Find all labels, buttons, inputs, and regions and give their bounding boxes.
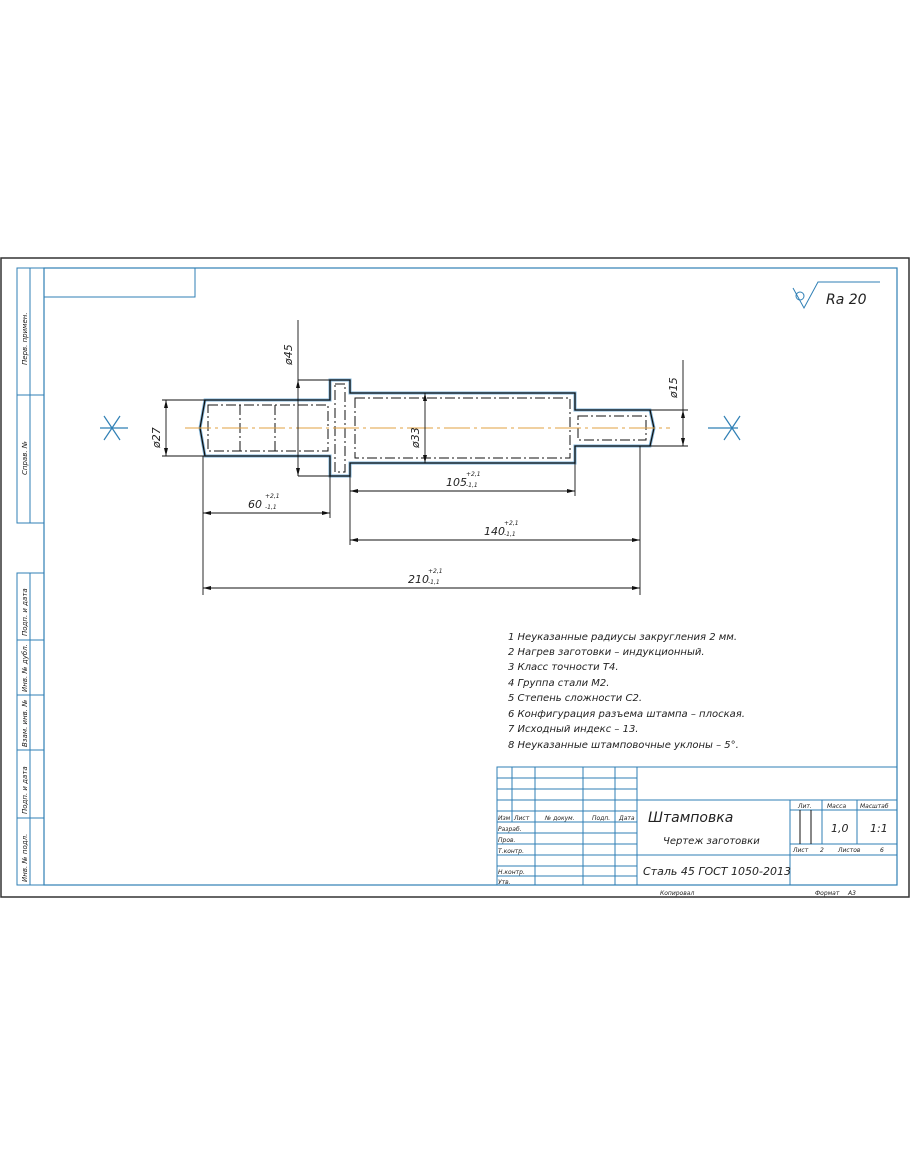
tolerance-lower: -1,1 — [428, 579, 440, 586]
center-mark-right — [708, 415, 741, 441]
drawing-frame — [43, 267, 898, 886]
tolerance-lower: -1,1 — [265, 504, 277, 511]
role-label: Утв. — [498, 879, 511, 886]
material: Сталь 45 ГОСТ 1050-2013 — [643, 865, 791, 878]
dim-d15: ø15 — [667, 377, 680, 399]
roughness-label: Ra 20 — [826, 292, 867, 308]
scale-value: 1:1 — [870, 822, 888, 835]
dim-105: 105 — [446, 476, 467, 489]
header-izm: Изм — [498, 815, 511, 822]
side-strip — [16, 267, 45, 886]
dimension-lines — [162, 320, 688, 595]
tolerance-upper: +2,1 — [428, 568, 443, 575]
note: 1 Неуказанные радиусы закругления 2 мм. — [508, 632, 737, 643]
drawing-subtitle: Чертеж заготовки — [663, 836, 760, 847]
note: 6 Конфигурация разъема штампа – плоская. — [508, 709, 745, 720]
title-block — [496, 766, 898, 886]
strip-label: Справ. № — [21, 441, 29, 475]
strip-label: Инв. № дубл. — [21, 644, 29, 692]
role-label: Пров. — [498, 837, 516, 844]
note: 5 Степень сложности С2. — [508, 693, 642, 704]
note: 2 Нагрев заготовки – индукционный. — [508, 647, 705, 658]
note: 8 Неуказанные штамповочные уклоны – 5°. — [508, 740, 739, 751]
sheet-border — [0, 257, 910, 898]
format-label: Формат — [815, 890, 840, 897]
tolerance-upper: +2,1 — [265, 493, 280, 500]
dim-d45: ø45 — [282, 344, 295, 366]
note: 4 Группа стали М2. — [508, 678, 609, 689]
strip-label: Подп. и дата — [21, 588, 29, 636]
mass-label: Масса — [827, 803, 846, 810]
dim-d33: ø33 — [409, 427, 422, 449]
strip-label: Взам. инв. № — [21, 699, 29, 747]
dimension-arrows — [164, 380, 685, 590]
role-label: Н.контр. — [498, 869, 525, 876]
strip-label: Подп. и дата — [21, 766, 29, 814]
drawing-title: Штамповка — [648, 810, 733, 826]
note: 7 Исходный индекс – 13. — [508, 724, 638, 735]
sheets-count: 6 — [880, 847, 884, 854]
format-value: А3 — [847, 890, 856, 897]
dim-d27: ø27 — [150, 427, 163, 449]
dim-60: 60 — [248, 498, 262, 511]
center-mark-left — [100, 415, 128, 441]
header-date: Дата — [618, 815, 635, 822]
roughness-symbol — [792, 281, 880, 310]
scale-label: Масштаб — [860, 803, 889, 810]
note: 3 Класс точности Т4. — [508, 662, 619, 673]
header-list: Лист — [513, 815, 530, 822]
tolerance-upper: +2,1 — [504, 520, 519, 527]
copied-label: Копировал — [660, 890, 694, 897]
dim-140: 140 — [484, 525, 505, 538]
sheets-label: Листов — [837, 847, 861, 854]
role-label: Разраб. — [498, 826, 522, 833]
tolerance-lower: -1,1 — [466, 482, 478, 489]
header-doc: № докум. — [544, 815, 575, 822]
sheet-label: Лист — [792, 847, 809, 854]
mass-value: 1,0 — [831, 822, 849, 835]
sheet-number: 2 — [820, 847, 824, 854]
dim-210: 210 — [408, 573, 429, 586]
top-left-box — [43, 267, 196, 298]
header-sign: Подп. — [592, 815, 610, 822]
role-label: Т.контр. — [498, 848, 524, 855]
tolerance-upper: +2,1 — [466, 471, 481, 478]
technical-notes: 1 Неуказанные радиусы закругления 2 мм. … — [508, 632, 745, 751]
tolerance-lower: -1,1 — [504, 531, 516, 538]
lit-label: Лит. — [797, 803, 812, 810]
strip-label: Перв. примен. — [21, 312, 29, 365]
strip-label: Инв. № подл. — [21, 834, 29, 882]
